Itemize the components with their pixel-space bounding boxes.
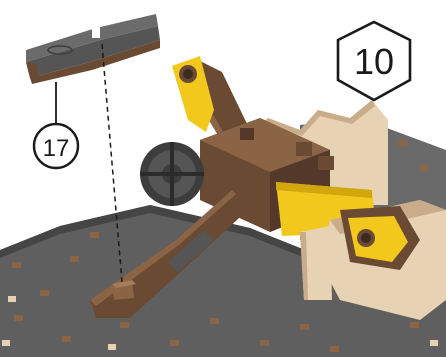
step-number: 10 <box>354 41 394 82</box>
part-17-piece <box>26 14 160 84</box>
part-callout-number: 17 <box>43 135 70 162</box>
part-callout: 17 <box>34 124 78 168</box>
gear-wheel <box>140 142 204 206</box>
step-badge: 10 <box>338 22 410 100</box>
